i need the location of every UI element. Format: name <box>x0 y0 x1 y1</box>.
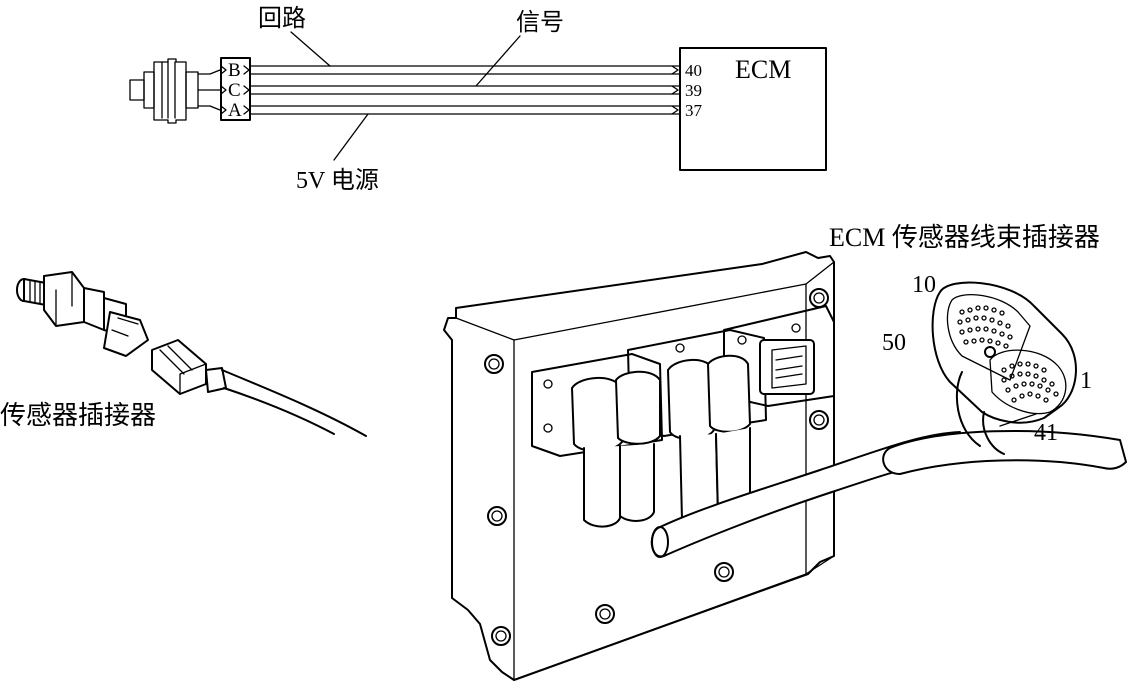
ecm-pin-39: 39 <box>685 81 702 100</box>
connector-pin-b: B <box>228 60 241 81</box>
power-label: 5V 电源 <box>296 167 379 194</box>
pin-label-10: 10 <box>912 272 936 298</box>
return-label: 回路 <box>258 5 306 32</box>
ecm-module-illustration <box>443 251 1127 681</box>
connector-pin-c: C <box>228 80 241 101</box>
ecm-pin-40: 40 <box>685 61 702 80</box>
ecm-label: ECM <box>735 55 791 84</box>
harness-connector-label: ECM 传感器线束插接器 <box>829 223 1100 252</box>
wire-signal <box>249 85 681 95</box>
pin-label-41: 41 <box>1034 420 1058 446</box>
signal-leader <box>475 35 521 87</box>
pressure-sensor-symbol <box>129 58 221 124</box>
wire-return <box>249 65 681 75</box>
wiring-schematic: B C A ECM 40 39 37 回路 信号 5V 电源 <box>129 5 827 194</box>
connector-pin-a: A <box>228 100 242 121</box>
sensor-connector-label: 传感器插接器 <box>0 401 156 430</box>
pin-label-1: 1 <box>1080 368 1092 394</box>
harness-connector <box>931 281 1077 455</box>
sensor-connector-box <box>220 57 251 121</box>
power-leader <box>333 113 369 161</box>
sensor-illustration <box>16 271 367 437</box>
wire-power <box>249 105 681 115</box>
pin-label-50: 50 <box>882 330 906 356</box>
signal-label: 信号 <box>516 9 564 36</box>
ecm-box <box>679 47 827 171</box>
ecm-pin-37: 37 <box>685 101 703 120</box>
return-leader <box>290 31 331 67</box>
